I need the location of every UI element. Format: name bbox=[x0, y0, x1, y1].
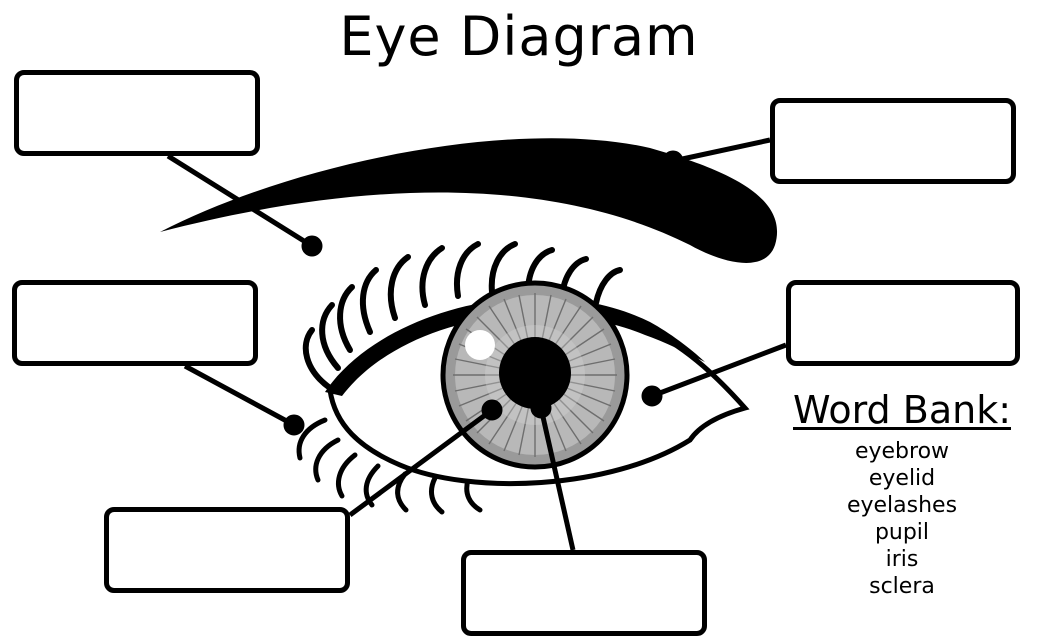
word-bank-item: eyelashes bbox=[768, 492, 1036, 519]
label-box-bottom-left[interactable] bbox=[104, 507, 350, 593]
label-box-top-right[interactable] bbox=[770, 98, 1016, 184]
eye-highlight bbox=[465, 330, 495, 360]
word-bank-heading: Word Bank: bbox=[768, 386, 1036, 434]
word-bank-item: pupil bbox=[768, 519, 1036, 546]
word-bank-item: iris bbox=[768, 546, 1036, 573]
word-bank-item: sclera bbox=[768, 573, 1036, 600]
label-box-bottom-center[interactable] bbox=[461, 550, 707, 636]
word-bank-list: eyebrow eyelid eyelashes pupil iris scle… bbox=[768, 438, 1036, 600]
label-box-middle-left[interactable] bbox=[12, 280, 258, 366]
page-title: Eye Diagram bbox=[0, 4, 1038, 70]
word-bank-item: eyebrow bbox=[768, 438, 1036, 465]
label-box-top-left[interactable] bbox=[14, 70, 260, 156]
word-bank: Word Bank: eyebrow eyelid eyelashes pupi… bbox=[768, 386, 1036, 600]
word-bank-item: eyelid bbox=[768, 465, 1036, 492]
label-box-middle-right[interactable] bbox=[786, 280, 1020, 366]
pupil bbox=[499, 337, 571, 409]
